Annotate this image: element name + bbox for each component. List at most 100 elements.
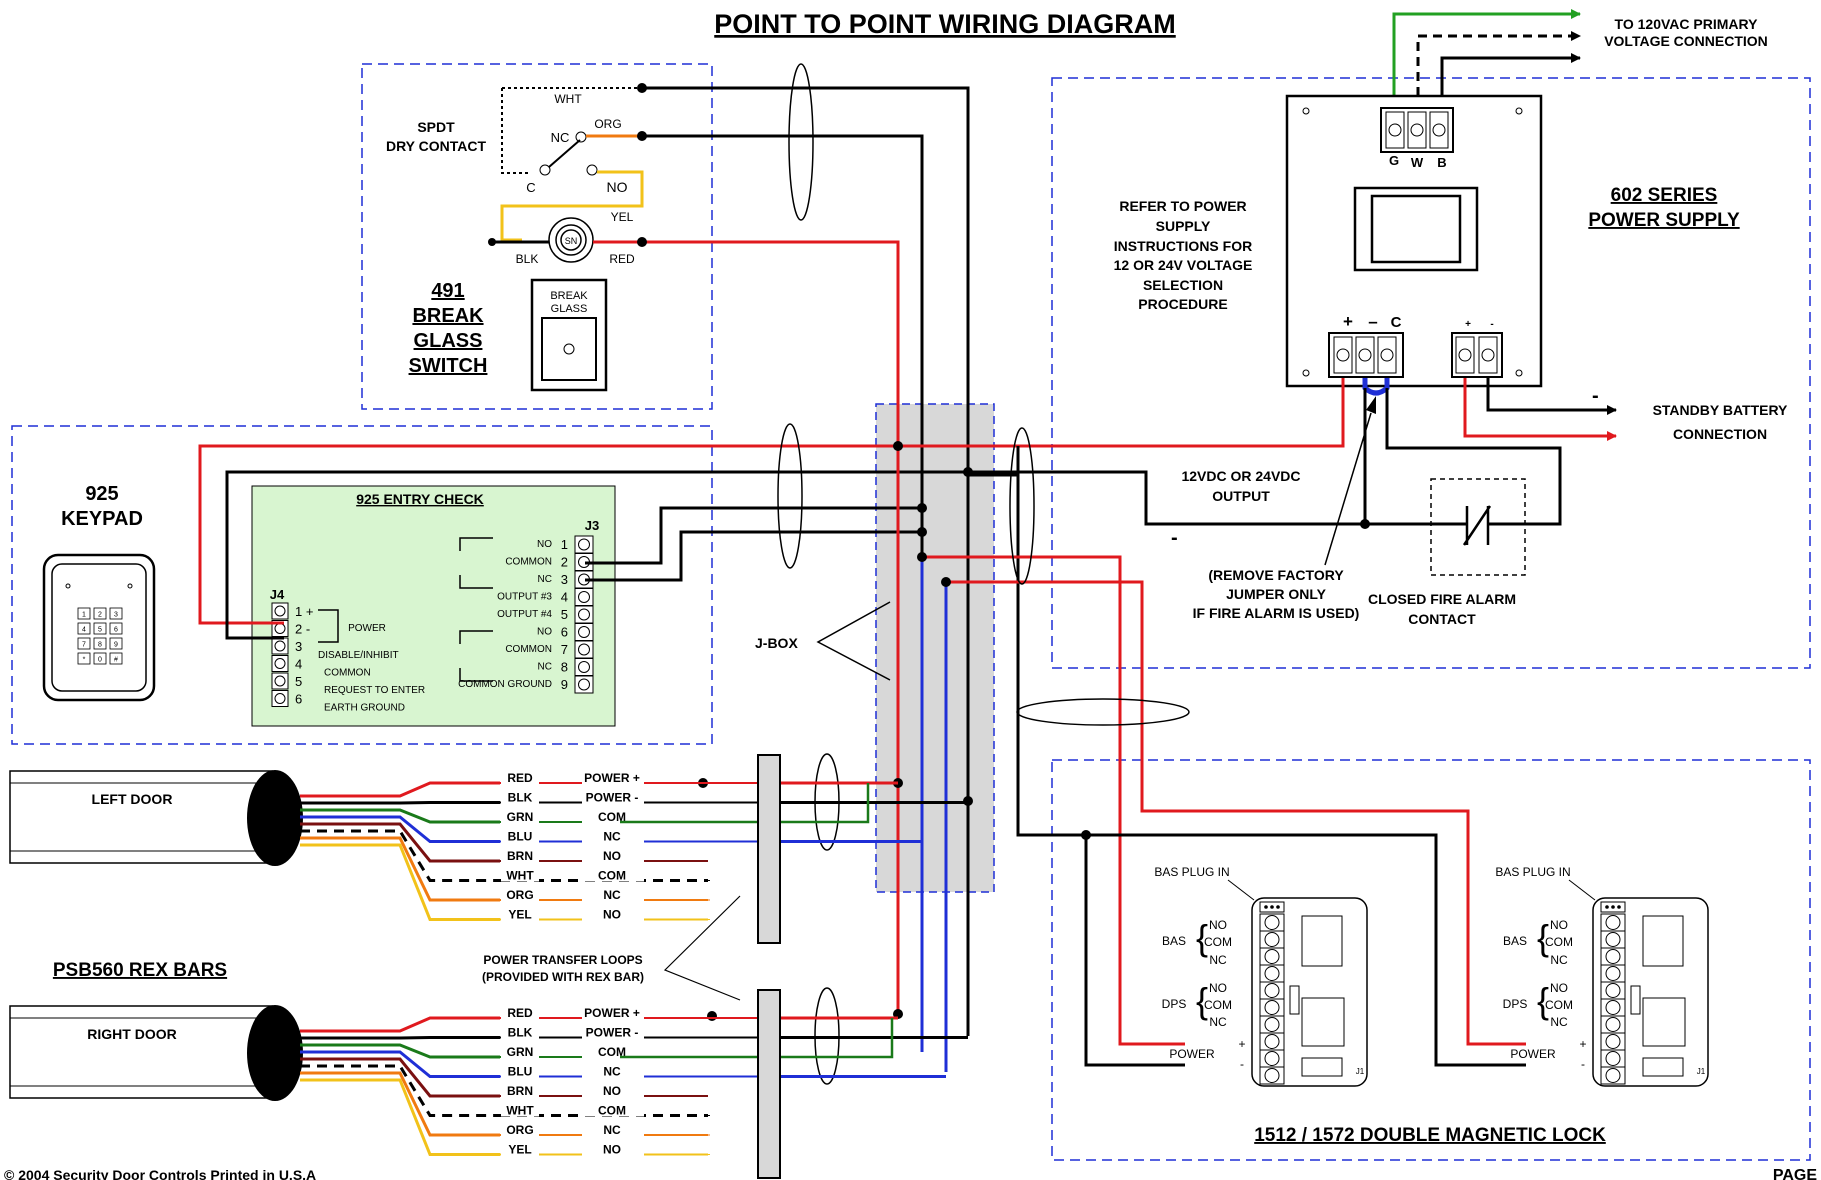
svg-text:DRY CONTACT: DRY CONTACT: [386, 138, 487, 154]
keypad-key: [109, 652, 123, 665]
rex-wire-function: COM: [598, 1045, 626, 1059]
bas-plug-label: BAS PLUG IN: [1495, 865, 1570, 879]
svg-text:CLOSED FIRE ALARM: CLOSED FIRE ALARM: [1368, 591, 1516, 607]
j4-pin: 6: [295, 692, 302, 707]
svg-text:SWITCH: SWITCH: [409, 355, 488, 377]
entry-check-board: 925 ENTRY CHECK J4 J3 1 +2 -3456DISABLE/…: [251, 485, 616, 727]
keypad-key: [77, 652, 91, 665]
svg-text:SPDT: SPDT: [417, 119, 455, 135]
keypad-key-label: 8: [98, 642, 102, 649]
wires: [198, 86, 1562, 1072]
svg-text:491: 491: [431, 280, 464, 302]
rex-wire-function: POWER +: [584, 771, 640, 785]
j3-label: NO: [537, 627, 552, 638]
rex-wire-color: BLU: [508, 1065, 533, 1079]
j3-pin: 8: [561, 660, 568, 675]
keypad-key-label: 5: [98, 627, 102, 634]
svg-text:GLASS: GLASS: [551, 303, 588, 315]
j4-pin: 1 +: [295, 604, 313, 619]
power-supply: G W B + – C + - REFER TO POWER SUPPLY IN…: [1114, 94, 1740, 396]
j3-label: COMMON GROUND: [458, 679, 552, 690]
keypad-key: [109, 637, 123, 650]
svg-text:C: C: [1391, 314, 1402, 331]
power-minus: -: [1581, 1057, 1585, 1071]
maglock-terminal-label: COM: [1204, 998, 1232, 1012]
right-door-label: RIGHT DOOR: [87, 1026, 176, 1042]
rex-bars-title: PSB560 REX BARS: [53, 960, 227, 981]
j1-label: J1: [1356, 1067, 1365, 1076]
j3-pin: 6: [561, 625, 568, 640]
keypad-key: [77, 637, 91, 650]
power-plus: +: [1238, 1037, 1245, 1051]
dps-label: DPS: [1503, 997, 1528, 1011]
bas-label: BAS: [1162, 934, 1186, 948]
j3-pin: 7: [561, 642, 568, 657]
j4-label: COMMON: [324, 668, 371, 679]
break-glass-region: [361, 63, 713, 410]
maglock-title: 1512 / 1572 DOUBLE MAGNETIC LOCK: [1254, 1125, 1606, 1146]
keypad-key: [77, 607, 91, 620]
rex-wire-function: COM: [598, 1104, 626, 1118]
svg-text:SUPPLY: SUPPLY: [1156, 218, 1211, 234]
svg-text:ORG: ORG: [594, 117, 621, 131]
svg-text:INSTRUCTIONS FOR: INSTRUCTIONS FOR: [1114, 238, 1252, 254]
rex-wire-color: GRN: [507, 1045, 534, 1059]
maglock-terminal-label: NC: [1209, 1015, 1227, 1029]
jumper-pointer: [1324, 412, 1372, 566]
svg-text:12 OR 24V VOLTAGE: 12 OR 24V VOLTAGE: [1114, 257, 1253, 273]
svg-text:G: G: [1389, 153, 1399, 168]
rex-wire-color: BLU: [508, 830, 533, 844]
rex-wire-color: WHT: [506, 869, 534, 883]
primary-voltage-arrows: [1392, 9, 1581, 96]
j4-pin: 3: [295, 639, 302, 654]
j3-pin: 9: [561, 677, 568, 692]
svg-text:WHT: WHT: [554, 92, 582, 106]
j4-label: REQUEST TO ENTER: [324, 685, 425, 696]
svg-text:POWER: POWER: [348, 623, 386, 634]
transfer-loops-label-2: (PROVIDED WITH REX BAR): [482, 970, 644, 984]
rex-wire-function: POWER -: [586, 1026, 639, 1040]
jbox-label: J-BOX: [755, 635, 798, 651]
rex-wire-color: YEL: [508, 908, 531, 922]
rex-wire-color: WHT: [506, 1104, 534, 1118]
rex-wire-function: NC: [603, 1123, 621, 1137]
region-boxes: [11, 63, 1811, 1161]
j4-label: DISABLE/INHIBIT: [318, 650, 399, 661]
rex-bar-endcap: [247, 1005, 303, 1101]
rex-wire-color: ORG: [506, 1123, 533, 1137]
primary-voltage-label: TO 120VAC PRIMARY: [1615, 16, 1759, 32]
output-label-1: 12VDC OR 24VDC: [1181, 468, 1300, 484]
svg-text:YEL: YEL: [611, 210, 634, 224]
maglock-terminal-label: NO: [1550, 918, 1568, 932]
maglock-terminal-label: NO: [1209, 918, 1227, 932]
rex-wire-function: POWER +: [584, 1006, 640, 1020]
keypad-key-label: 6: [114, 627, 118, 634]
dps-brace: {: [1196, 980, 1208, 1021]
rex-bar-endcap: [247, 770, 303, 866]
rex-wire-function: COM: [598, 810, 626, 824]
bas-label: BAS: [1503, 934, 1527, 948]
page-label: PAGE: [1773, 1167, 1817, 1180]
svg-text:KEYPAD: KEYPAD: [61, 508, 143, 530]
keypad-key: [77, 622, 91, 635]
j3-label: OUTPUT #3: [497, 592, 552, 603]
power-minus: -: [1240, 1057, 1244, 1071]
keypad-key: [93, 607, 107, 620]
keypad-key-label: 7: [82, 642, 86, 649]
keypad-key-label: 9: [114, 642, 118, 649]
output-negative: -: [1171, 527, 1178, 549]
rex-wire-function: NC: [603, 888, 621, 902]
transfer-loop-right: [757, 989, 781, 1179]
j3-label: COMMON: [505, 557, 552, 568]
j4-label: EARTH GROUND: [324, 703, 405, 714]
svg-text:–: –: [1368, 312, 1377, 331]
copyright: © 2004 Security Door Controls Printed in…: [4, 1167, 316, 1180]
rex-wire-function: NO: [603, 908, 621, 922]
rex-wire-color: BRN: [507, 849, 533, 863]
maglock-terminal-label: NO: [1209, 981, 1227, 995]
keypad-key: [109, 607, 123, 620]
